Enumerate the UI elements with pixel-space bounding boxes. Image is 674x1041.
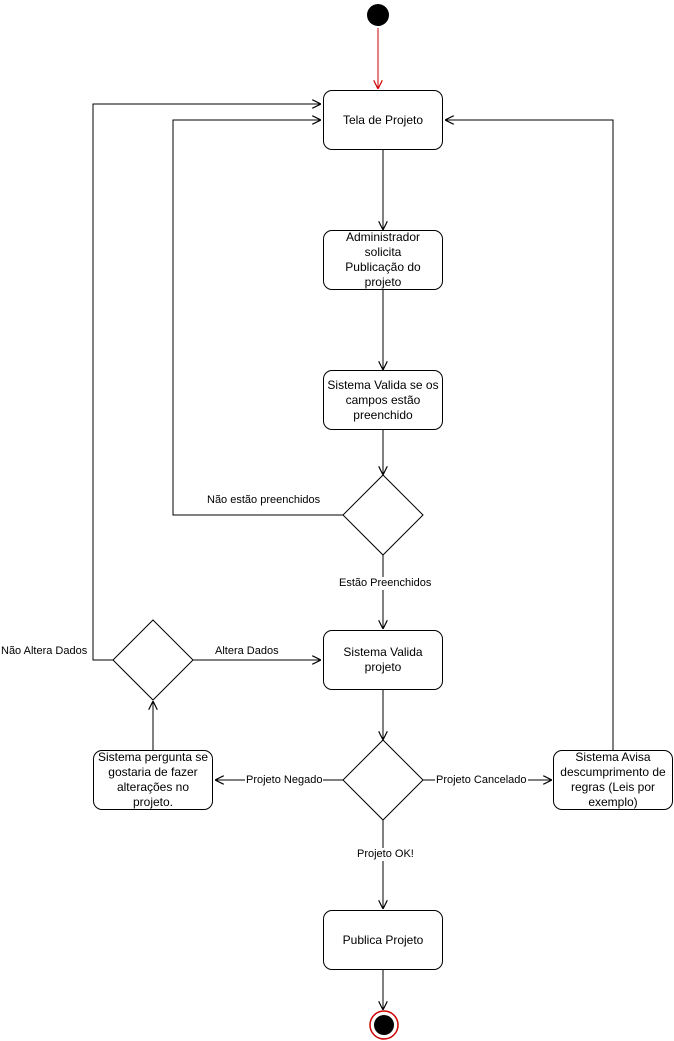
label-cancelado: Projeto Cancelado <box>435 774 528 787</box>
label-altera: Altera Dados <box>215 645 279 658</box>
node-sistema-pergunta: Sistema pergunta se gostaria de fazer al… <box>93 750 213 810</box>
label-nao-altera: Não Altera Dados <box>1 645 88 658</box>
decision-projeto <box>342 739 424 821</box>
flow-nao-preenchidos <box>172 120 343 516</box>
flow-avisa-to-tela <box>446 120 614 750</box>
decision-altera <box>112 619 194 701</box>
label-preenchidos: Estão Preenchidos <box>339 577 432 590</box>
label-ok: Projeto OK! <box>356 848 415 861</box>
initial-node <box>367 4 389 26</box>
node-sistema-avisa: Sistema Avisa descumprimento de regras (… <box>553 750 673 810</box>
node-admin-solicita: Administrador solicita Publicação do pro… <box>323 230 443 290</box>
node-sistema-valida-campos: Sistema Valida se os campos estão preenc… <box>323 370 443 430</box>
label-negado: Projeto Negado <box>245 774 324 787</box>
node-sistema-valida-projeto: Sistema Valida projeto <box>323 630 443 690</box>
node-publica-projeto: Publica Projeto <box>323 910 443 970</box>
flow-nao-altera <box>92 104 320 661</box>
node-tela-projeto: Tela de Projeto <box>323 90 443 150</box>
decision-campos <box>342 474 424 556</box>
final-node <box>374 1015 394 1035</box>
label-nao-preenchidos: Não estão preenchidos <box>207 494 321 507</box>
